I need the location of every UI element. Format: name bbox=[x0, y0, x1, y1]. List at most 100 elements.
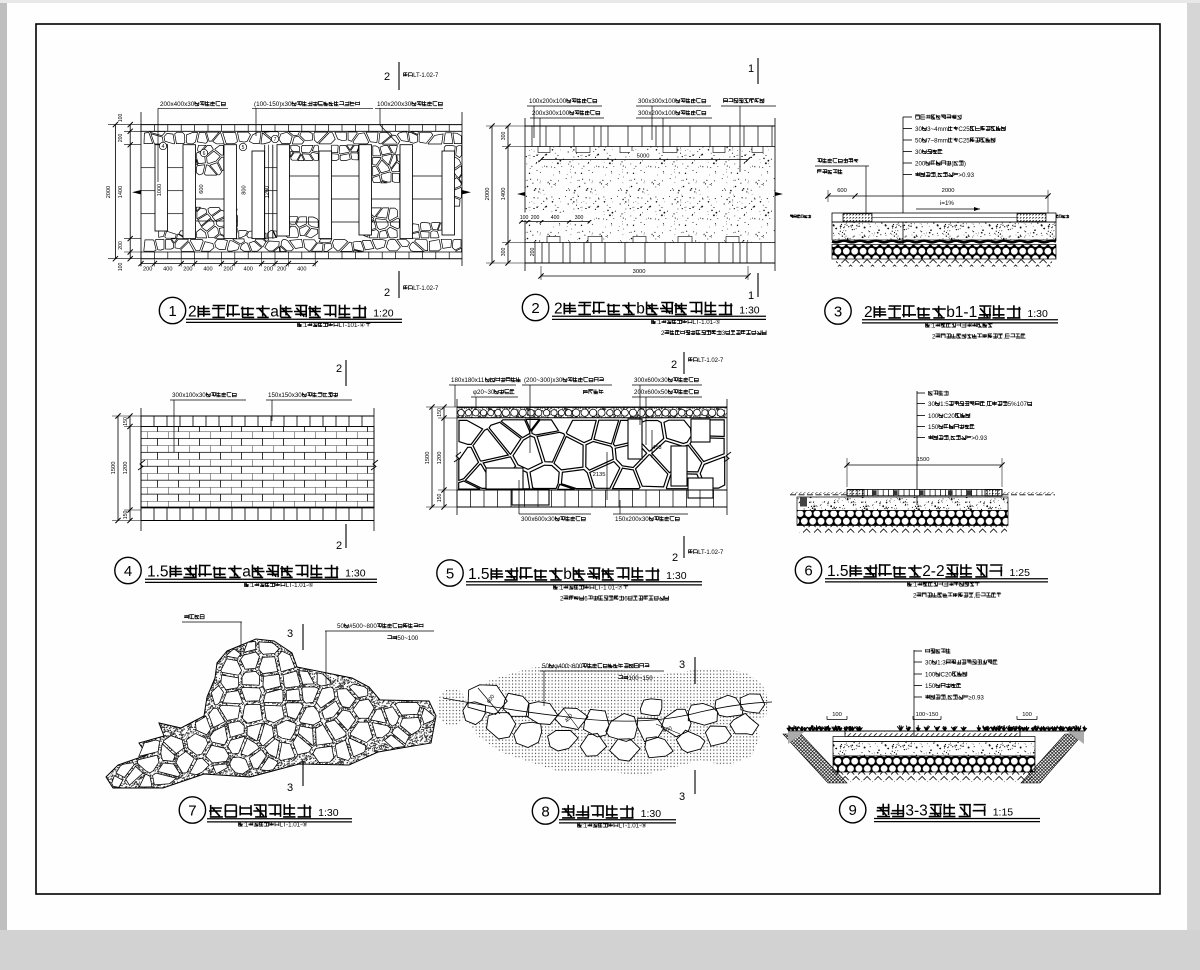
svg-text:300: 300 bbox=[501, 132, 507, 141]
svg-text:600: 600 bbox=[199, 184, 205, 193]
svg-text:6: 6 bbox=[804, 563, 812, 580]
svg-text:100: 100 bbox=[925, 671, 936, 678]
svg-text:3: 3 bbox=[722, 330, 726, 337]
svg-text:2000: 2000 bbox=[485, 187, 491, 200]
svg-text:LT-1.01-⑨: LT-1.01-⑨ bbox=[619, 822, 647, 829]
svg-text:b1-1: b1-1 bbox=[946, 304, 977, 321]
svg-text:1000: 1000 bbox=[157, 184, 163, 196]
svg-text:300x600x30: 300x600x30 bbox=[521, 516, 555, 523]
svg-text:6: 6 bbox=[584, 595, 588, 602]
svg-text:1.5: 1.5 bbox=[827, 563, 849, 580]
svg-text:450: 450 bbox=[564, 713, 574, 724]
svg-text:50: 50 bbox=[915, 137, 922, 144]
svg-text:150: 150 bbox=[925, 683, 936, 690]
svg-text:1: 1 bbox=[168, 303, 176, 320]
svg-text:150: 150 bbox=[437, 408, 443, 417]
svg-text:458: 458 bbox=[652, 445, 661, 451]
svg-text::1: :1 bbox=[930, 322, 936, 329]
svg-text:180x180x11: 180x180x11 bbox=[451, 377, 485, 384]
svg-text:2: 2 bbox=[336, 540, 342, 552]
svg-text:300x300x100: 300x300x100 bbox=[638, 98, 676, 105]
svg-text:150x150x30: 150x150x30 bbox=[268, 392, 302, 399]
svg-text:300: 300 bbox=[575, 215, 584, 221]
svg-text:600: 600 bbox=[486, 694, 496, 705]
svg-text:150: 150 bbox=[437, 494, 443, 503]
svg-text:C25: C25 bbox=[958, 126, 970, 133]
svg-text:2: 2 bbox=[554, 301, 563, 318]
svg-text:7: 7 bbox=[274, 137, 277, 143]
svg-text:LT-101-④: LT-101-④ bbox=[339, 322, 365, 329]
svg-text:4: 4 bbox=[162, 144, 165, 150]
svg-text:LT-1.01-⑧: LT-1.01-⑧ bbox=[280, 821, 308, 828]
svg-text:): ) bbox=[964, 160, 966, 167]
svg-text:2: 2 bbox=[932, 333, 936, 340]
svg-text:30: 30 bbox=[915, 126, 922, 133]
svg-text:,: , bbox=[1003, 333, 1005, 340]
svg-text:1: 1 bbox=[748, 63, 754, 75]
svg-text:2-2: 2-2 bbox=[922, 563, 944, 580]
svg-text:2: 2 bbox=[384, 287, 390, 299]
svg-text:50~100: 50~100 bbox=[397, 635, 418, 642]
svg-text:1:25: 1:25 bbox=[1010, 567, 1031, 579]
svg-text::1: :1 bbox=[558, 584, 564, 591]
svg-text:1:20: 1:20 bbox=[373, 308, 394, 320]
svg-text:200: 200 bbox=[531, 215, 540, 221]
svg-text:1:30: 1:30 bbox=[345, 568, 366, 580]
svg-text:300x600x30: 300x600x30 bbox=[634, 377, 668, 384]
svg-text:2: 2 bbox=[531, 300, 539, 317]
svg-text:1:30: 1:30 bbox=[641, 808, 662, 820]
svg-text:400: 400 bbox=[163, 267, 172, 273]
svg-text:100: 100 bbox=[520, 215, 529, 221]
svg-text:400: 400 bbox=[662, 726, 673, 735]
svg-text:6: 6 bbox=[203, 151, 206, 157]
svg-text:4: 4 bbox=[124, 563, 132, 580]
svg-text:a: a bbox=[270, 304, 279, 321]
svg-text:1400: 1400 bbox=[118, 186, 124, 198]
svg-text:100: 100 bbox=[928, 413, 939, 420]
svg-text:200: 200 bbox=[530, 248, 536, 257]
svg-text:400: 400 bbox=[297, 267, 306, 273]
svg-text::1: :1 bbox=[912, 581, 918, 588]
svg-text:400: 400 bbox=[203, 267, 212, 273]
svg-text:a: a bbox=[242, 564, 251, 581]
svg-text:3: 3 bbox=[834, 304, 842, 321]
svg-text:50: 50 bbox=[337, 623, 344, 630]
svg-text:200x600x50: 200x600x50 bbox=[634, 389, 668, 396]
svg-text:b: b bbox=[636, 301, 645, 318]
svg-text:200: 200 bbox=[223, 267, 232, 273]
svg-text:2000: 2000 bbox=[942, 188, 955, 194]
svg-text:2: 2 bbox=[560, 595, 564, 602]
svg-text:800: 800 bbox=[242, 185, 248, 194]
svg-text:5: 5 bbox=[242, 145, 245, 151]
svg-text:100~150: 100~150 bbox=[916, 712, 939, 718]
svg-text:150: 150 bbox=[123, 511, 129, 520]
svg-text:i=1%: i=1% bbox=[940, 200, 954, 207]
svg-text:φ400~600: φ400~600 bbox=[554, 663, 583, 670]
svg-text:2: 2 bbox=[336, 363, 342, 375]
svg-text:6: 6 bbox=[624, 595, 628, 602]
svg-text:C25: C25 bbox=[958, 137, 970, 144]
svg-text:3~4mm: 3~4mm bbox=[927, 126, 948, 133]
svg-text:1260: 1260 bbox=[265, 186, 271, 198]
svg-text:400: 400 bbox=[244, 267, 253, 273]
svg-text:2: 2 bbox=[671, 359, 677, 371]
svg-text:30: 30 bbox=[915, 149, 922, 156]
svg-text:1.5: 1.5 bbox=[468, 566, 490, 583]
svg-text:200: 200 bbox=[118, 241, 124, 250]
svg-text:400: 400 bbox=[551, 215, 560, 221]
svg-text:,: , bbox=[946, 694, 948, 701]
svg-text:2: 2 bbox=[661, 330, 665, 337]
svg-text:100x200x30: 100x200x30 bbox=[377, 101, 412, 108]
svg-text:LT-1 01-⑦: LT-1 01-⑦ bbox=[595, 584, 623, 591]
svg-text:≥0.93: ≥0.93 bbox=[968, 694, 984, 701]
svg-text:200: 200 bbox=[143, 267, 152, 273]
svg-text:1:15: 1:15 bbox=[993, 807, 1014, 819]
svg-text::1: :1 bbox=[302, 322, 308, 329]
svg-text:5: 5 bbox=[446, 566, 454, 583]
svg-text:600: 600 bbox=[837, 188, 847, 194]
svg-text:(200~300)x30: (200~300)x30 bbox=[524, 377, 563, 384]
svg-text:7: 7 bbox=[188, 803, 196, 820]
svg-text:LT-1.01-⑥: LT-1.01-⑥ bbox=[286, 582, 314, 589]
svg-text:30: 30 bbox=[928, 401, 935, 408]
svg-text:1200: 1200 bbox=[437, 451, 443, 464]
